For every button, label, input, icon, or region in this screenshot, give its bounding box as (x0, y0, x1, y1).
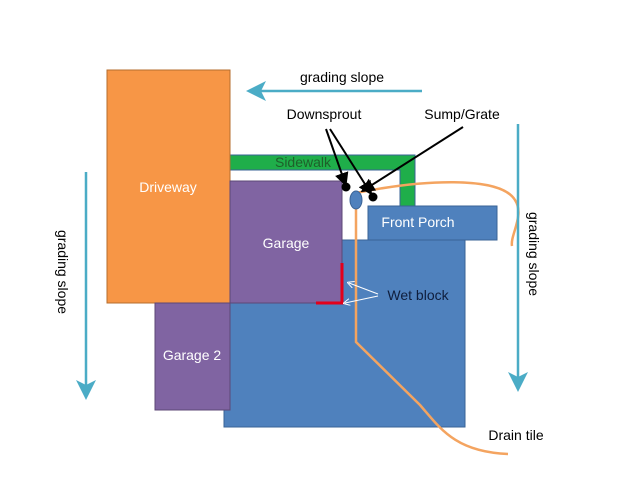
sidewalk-label: Sidewalk (275, 154, 332, 170)
grading-slope-left-label: grading slope (55, 230, 71, 314)
downsprout-label: Downsprout (287, 106, 362, 122)
sump-grate-icon (349, 190, 363, 210)
front-porch-label: Front Porch (381, 214, 454, 230)
downsprout-arrow-1 (325, 128, 349, 187)
wet-block-marker (316, 263, 344, 305)
grading-slope-right-label: grading slope (526, 212, 542, 296)
garage2-block (154, 302, 231, 411)
driveway-label: Driveway (139, 179, 197, 195)
garage-block (229, 180, 343, 304)
front-porch-block (367, 205, 498, 241)
drain-tile-line (355, 181, 520, 247)
garage2-label: Garage 2 (163, 347, 222, 363)
sump-grate-arrow (360, 126, 464, 193)
drain-tile-label: Drain tile (488, 427, 543, 443)
sump-grate-label: Sump/Grate (424, 106, 500, 122)
grading-slope-top-label: grading slope (300, 69, 384, 85)
wet-block-arrow-2 (345, 295, 379, 303)
garage-label: Garage (263, 235, 310, 251)
downsprout-icon (341, 182, 351, 192)
wet-block-arrow-1 (349, 283, 379, 295)
downsprout-icon-2 (368, 192, 378, 202)
drain-tile-line-2 (354, 193, 509, 456)
wet-block-label: Wet block (387, 287, 449, 303)
